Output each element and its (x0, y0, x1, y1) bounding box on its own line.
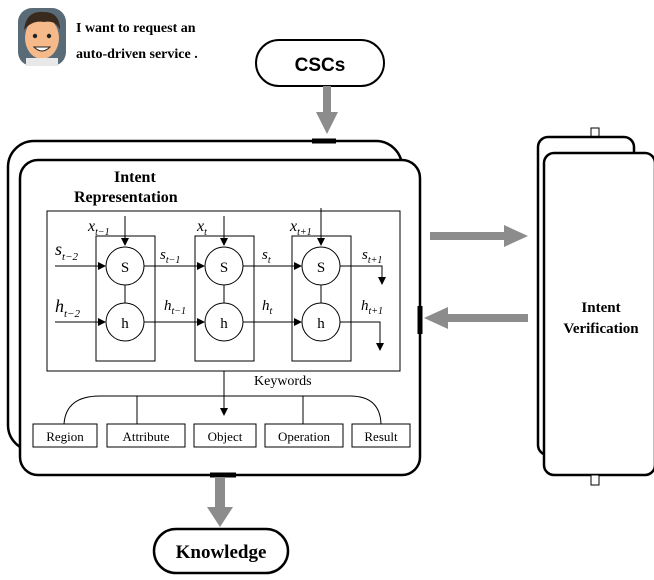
svg-text:Result: Result (364, 429, 398, 444)
knowledge-node (152, 527, 290, 575)
intent-verification-title-line2: Verification (563, 321, 639, 337)
keywords-label: Keywords (254, 374, 312, 389)
keyword-box-result: Result (351, 423, 411, 448)
user-request-line1: I want to request an (76, 21, 196, 36)
hidden-node-1-label: h (121, 316, 129, 332)
intent-verification-title-line1: Intent (581, 300, 620, 316)
keywords-tree (63, 371, 382, 425)
user-request-line2: auto-driven service . (76, 47, 198, 62)
state-node-1-label: S (121, 260, 129, 276)
input-arrows (121, 208, 325, 246)
state-node-3-label: S (317, 260, 325, 276)
rnn-cell-3: S h (291, 235, 352, 362)
svg-text:Attribute: Attribute (123, 429, 170, 444)
svg-text:xt: xt (196, 218, 207, 238)
intent-representation-title-line2: Representation (74, 189, 178, 206)
user-avatar-icon (18, 8, 66, 66)
svg-text:st: st (262, 247, 271, 266)
intent-representation-title-line1: Intent (114, 169, 156, 186)
svg-text:Operation: Operation (278, 429, 330, 444)
svg-text:Object: Object (208, 429, 243, 444)
cscs-label: CSCs (295, 55, 346, 76)
state-flow-arrows (55, 262, 386, 285)
hidden-node-3-label: h (317, 316, 325, 332)
arrow-from-verification (424, 307, 528, 329)
state-node-2-label: S (220, 260, 228, 276)
svg-text:Region: Region (46, 429, 84, 444)
cscs-node (255, 39, 385, 87)
keyword-box-object: Object (193, 423, 257, 448)
keyword-boxes: Region Attribute Object Operation Result (32, 423, 411, 448)
hidden-flow-arrows (55, 318, 384, 351)
keyword-box-region: Region (32, 423, 98, 448)
hidden-node-2-label: h (220, 316, 228, 332)
rnn-cell-2: S h (194, 235, 255, 362)
arrow-to-verification (430, 225, 528, 247)
svg-text:ht: ht (262, 298, 273, 317)
keyword-box-attribute: Attribute (106, 423, 186, 448)
knowledge-down-arrow (207, 477, 233, 527)
keyword-box-operation: Operation (264, 423, 344, 448)
knowledge-label: Knowledge (176, 542, 267, 563)
cscs-down-arrow (316, 86, 338, 134)
